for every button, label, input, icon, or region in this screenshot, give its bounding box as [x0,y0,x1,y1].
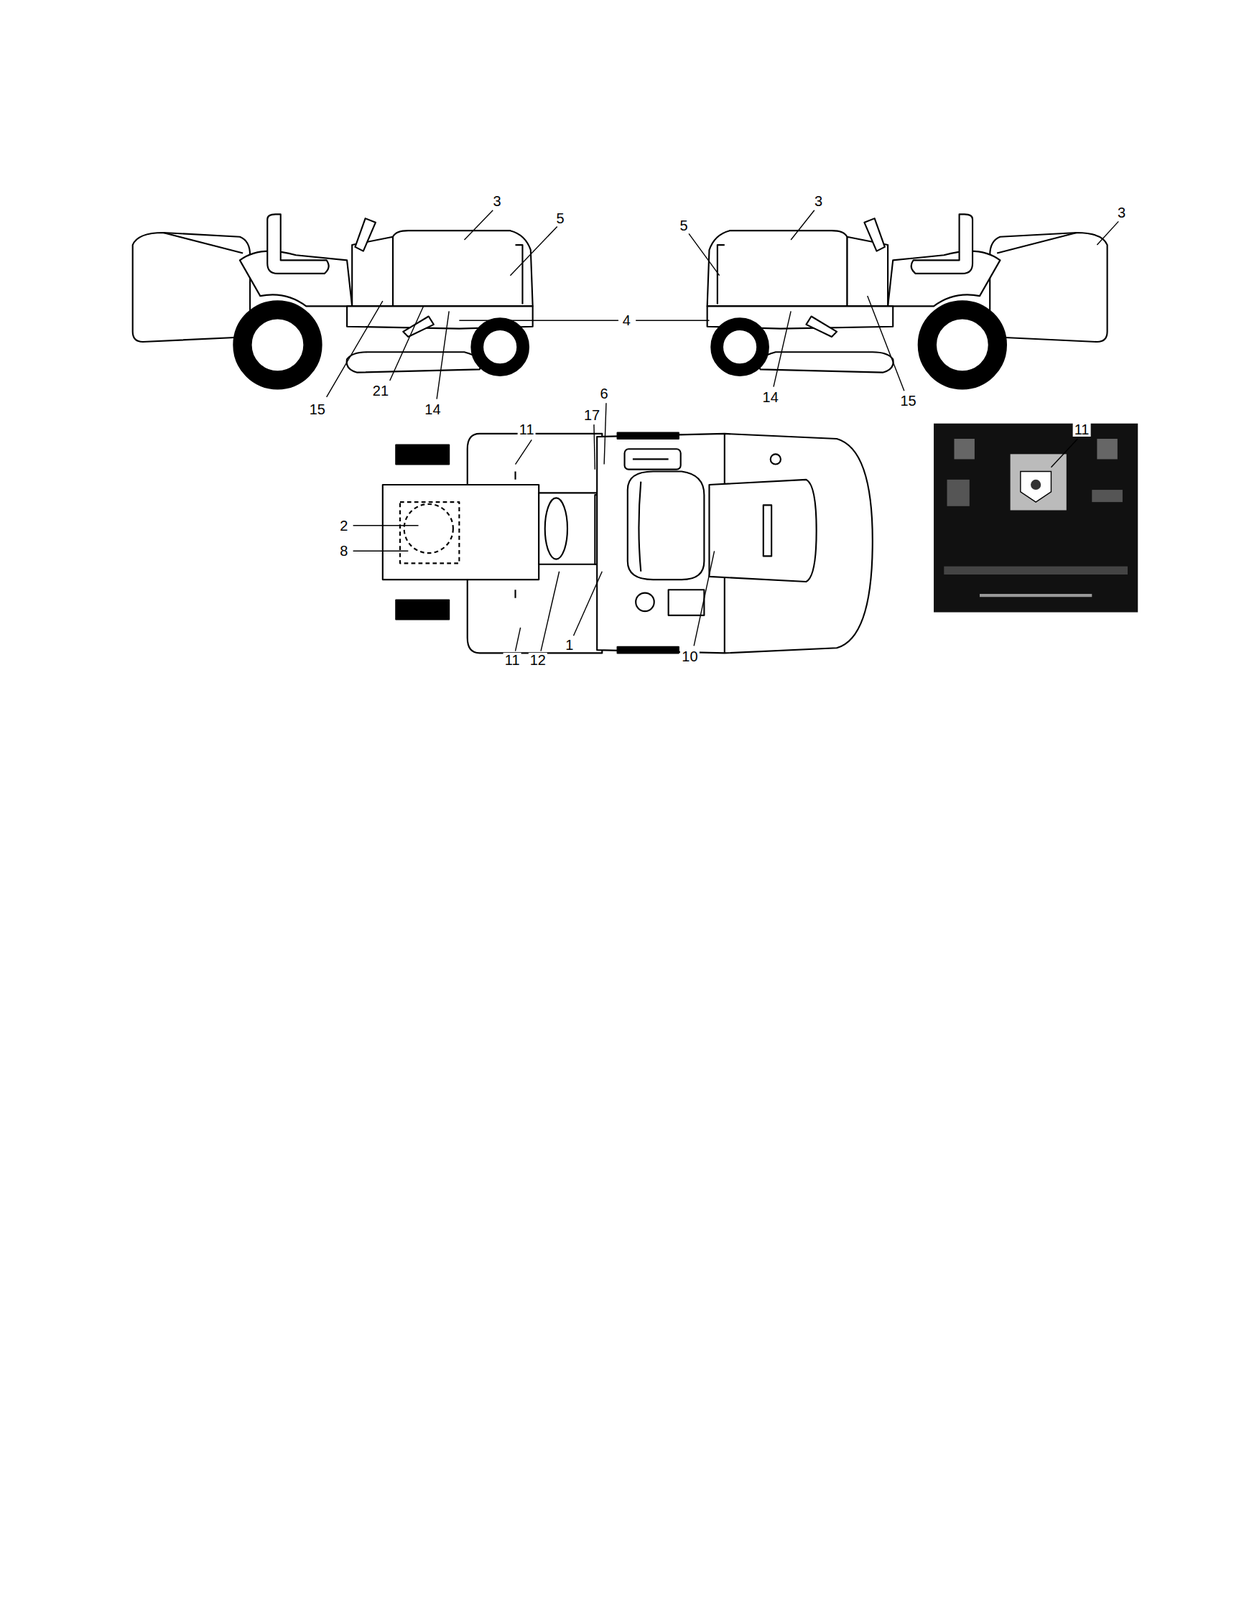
callout-number: 5 [678,218,689,233]
drawing-part [1096,221,1119,245]
callout-number: 3 [813,193,824,209]
drawing-part [773,311,791,387]
callout-number: 8 [338,543,350,559]
callout-number: 3 [1116,205,1127,220]
drawing-part [515,439,533,464]
callout-number: 6 [599,386,610,401]
callout-number: 11 [503,652,522,668]
drawing-part [867,295,905,391]
drawing-part [400,502,459,564]
callout-number: 11 [1073,422,1092,437]
callout-number: 11 [517,422,536,437]
drawing-part [1030,479,1041,490]
callout-number: 15 [308,402,327,417]
callout-number: 15 [898,393,918,408]
drawing-part [395,600,449,620]
callout-number: 14 [761,390,781,405]
callout-number: 14 [423,402,442,417]
tractor-left-view [132,214,533,389]
drawing-part [770,453,781,464]
drawing-part [515,627,521,652]
drawing-part [538,492,597,564]
drawing-part [638,481,641,572]
callout-number: 1 [563,637,575,653]
deck-photo [933,423,1138,613]
drawing-part [390,305,424,381]
drawing-part [624,448,681,470]
callout-number: 17 [582,407,602,423]
drawing-part [573,571,603,637]
drawing-part [947,479,970,507]
drawing-part [668,589,705,616]
drawing-part [635,593,655,612]
drawing-part [458,319,619,321]
drawing-part [509,226,557,276]
callout-number: 4 [621,313,633,328]
drawing-part [617,432,679,439]
drawing-part [1010,453,1067,510]
drawing-part [708,479,816,582]
drawing-part [540,571,560,652]
drawing-part [596,433,873,653]
callout-number: 10 [680,649,699,664]
drawing-part [395,445,449,465]
drawing-part [353,550,409,552]
drawing-part [693,550,714,646]
drawing-part [593,424,595,470]
drawing-part [404,504,454,554]
drawing-part [632,458,669,460]
callout-number: 2 [338,518,350,533]
drawing-part [382,484,539,580]
tractor-top-view [382,432,873,653]
drawing-part [1096,438,1117,459]
drawing-part [436,311,449,399]
drawing-part [617,647,679,654]
leader-lines [326,210,1120,652]
callout-number: 21 [371,383,391,398]
callout-number: 5 [554,211,566,226]
drawing-part [1091,489,1123,503]
drawing-part [933,423,1138,613]
drawing-part [763,504,772,556]
drawing-part [688,233,720,276]
drawing-part [545,497,568,559]
drawing-part [1050,438,1078,468]
drawing-part [979,593,1092,597]
drawing-part [627,471,705,580]
drawing-part [604,402,607,464]
callout-number: 3 [491,193,503,209]
callout-number: 12 [528,652,548,668]
drawing-part [943,566,1128,575]
drawing-part [1020,471,1052,503]
drawing-part [953,438,974,459]
drawing-part [326,300,383,398]
tractor-right-view [707,214,1108,389]
drawing-part [463,210,493,240]
drawing-part [635,319,709,321]
drawing-part [790,210,815,240]
drawing-part [353,525,419,526]
